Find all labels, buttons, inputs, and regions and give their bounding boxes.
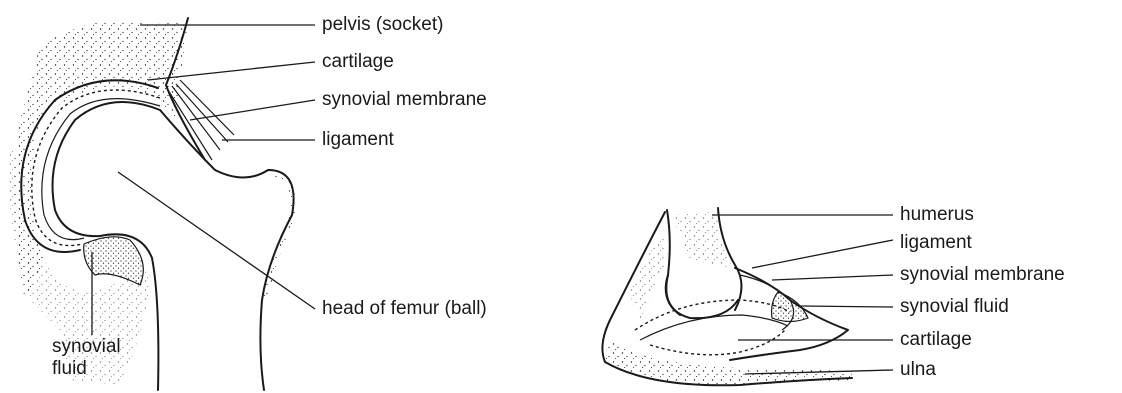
hip-joint-illustration xyxy=(9,18,296,390)
label-ulna: ulna xyxy=(900,359,936,381)
label-humerus: humerus xyxy=(900,204,974,226)
label-pelvis-socket: pelvis (socket) xyxy=(322,14,443,36)
label-elbow-synovial-fluid: synovial fluid xyxy=(900,296,1009,318)
label-hip-synovial-fluid: synovial fluid xyxy=(52,336,152,380)
label-elbow-synovial-membrane: synovial membrane xyxy=(900,264,1065,286)
elbow-joint-illustration xyxy=(602,208,852,386)
femur-head xyxy=(53,102,161,236)
elbow-synovial-fluid-pocket xyxy=(772,292,808,322)
elbow-cartilage-line xyxy=(635,300,790,330)
label-hip-cartilage: cartilage xyxy=(322,51,394,73)
label-hip-synovial-membrane: synovial membrane xyxy=(322,89,487,111)
label-head-of-femur: head of femur (ball) xyxy=(322,298,487,320)
humerus-head xyxy=(666,275,738,318)
cartilage-line xyxy=(32,90,160,246)
label-hip-ligament: ligament xyxy=(322,129,394,151)
label-elbow-ligament: ligament xyxy=(900,232,972,254)
label-elbow-cartilage: cartilage xyxy=(900,329,972,351)
